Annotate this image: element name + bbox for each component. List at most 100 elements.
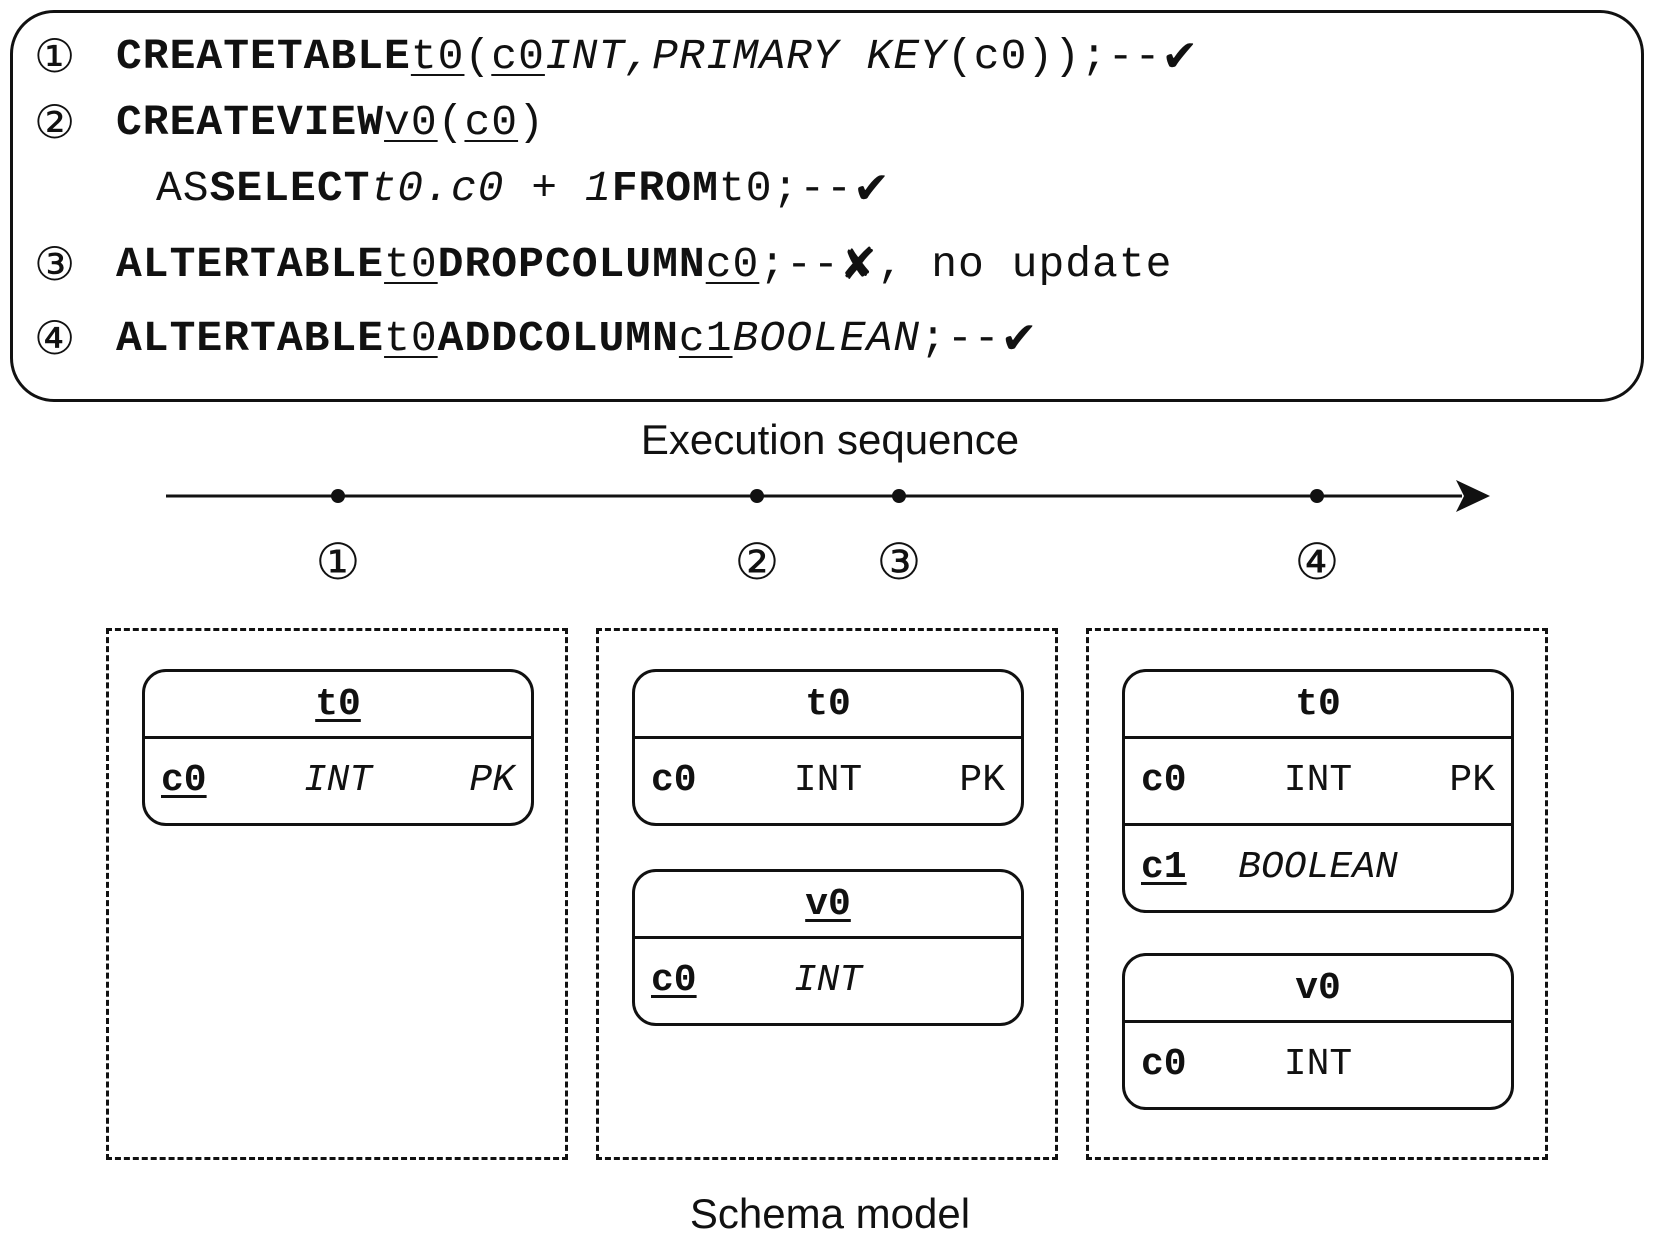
code-line-2: ② CREATE VIEW v0 (c0) — [34, 92, 545, 152]
schema-model-title: Schema model — [689, 1190, 971, 1237]
column-type: BOOLEAN — [1238, 846, 1398, 889]
timeline-label-2: ② — [734, 533, 780, 591]
table-card-t0: t0 c0 INT PK c1 BOOLEAN — [1122, 669, 1514, 913]
view-name: v0 — [1295, 966, 1341, 1010]
table-card-t0: t0 c0 INT PK — [142, 669, 534, 826]
step-4-number: ④ — [34, 311, 77, 365]
code-text: AS — [156, 163, 210, 213]
timeline-label-4: ④ — [1294, 533, 1340, 591]
keyword: ALTER — [116, 313, 251, 363]
column-name: c0 — [161, 759, 207, 802]
column-type: INT — [793, 759, 863, 802]
column-type: INT — [1283, 1043, 1353, 1086]
column-type: INT — [793, 959, 863, 1002]
table-name: t0 — [315, 682, 361, 726]
table-name: t0 — [1295, 682, 1341, 726]
timeline-axis — [166, 480, 1490, 512]
table-header: t0 — [145, 672, 531, 739]
view-identifier: v0 — [384, 97, 438, 147]
paren: ( — [464, 31, 492, 81]
schema-panel-2: t0 c0 INT PK v0 c0 INT — [596, 628, 1058, 1160]
keyword: VIEW — [276, 97, 385, 147]
column-type: INT — [1283, 759, 1353, 802]
keyword: COLUMN — [544, 239, 706, 289]
column-name: c1 — [1141, 846, 1187, 889]
table-name: t0 — [805, 682, 851, 726]
type-text: INT, — [544, 31, 653, 81]
column-name: c0 — [1141, 1043, 1187, 1086]
paren: ( — [437, 97, 465, 147]
code-text: (c0)); — [946, 31, 1108, 81]
view-name: v0 — [805, 882, 851, 926]
schema-panel-3: t0 c0 INT PK c1 BOOLEAN v0 c0 INT — [1086, 628, 1548, 1160]
column-identifier: c0 — [491, 31, 545, 81]
keyword: SELECT — [209, 163, 371, 213]
column-row: c0 INT — [635, 939, 1021, 1023]
keyword: CREATE — [116, 97, 277, 147]
execution-sequence-title: Execution sequence — [640, 416, 1020, 463]
column-identifier: c0 — [705, 239, 760, 289]
view-header: v0 — [1125, 956, 1511, 1023]
table-card-t0: t0 c0 INT PK — [632, 669, 1024, 826]
timeline-arrowhead — [1456, 480, 1490, 512]
comment-dashes: -- — [946, 313, 1001, 363]
column-name: c0 — [1141, 759, 1187, 802]
timeline-dot-4 — [1310, 489, 1324, 503]
keyword: ADD — [437, 313, 519, 363]
paren: ) — [518, 97, 545, 147]
code-line-3: AS SELECT t0.c0 + 1 FROM t0; -- ✔ — [156, 158, 891, 218]
table-identifier: t0 — [384, 313, 438, 363]
code-text: ; — [759, 239, 787, 289]
type-text: BOOLEAN — [732, 313, 921, 363]
column-key: PK — [469, 759, 515, 802]
table-identifier: t0 — [410, 31, 465, 81]
table-header: t0 — [1125, 672, 1511, 739]
sql-code-box — [10, 10, 1644, 402]
column-row: c0 INT PK — [145, 739, 531, 823]
comment-dashes: -- — [799, 163, 853, 213]
keyword: FROM — [611, 163, 719, 213]
timeline-dot-2 — [750, 489, 764, 503]
expression-text: t0.c0 + 1 — [370, 163, 612, 213]
column-identifier: c1 — [678, 313, 733, 363]
timeline-dot-3 — [892, 489, 906, 503]
step-3-number: ③ — [34, 237, 77, 291]
comment-text: , no update — [877, 239, 1173, 289]
column-row: c0 INT PK — [635, 739, 1021, 823]
comment-dashes: -- — [786, 239, 840, 289]
column-name: c0 — [651, 959, 697, 1002]
column-row: c0 INT — [1125, 1023, 1511, 1107]
check-icon: ✔ — [852, 162, 891, 214]
column-identifier: c0 — [464, 97, 519, 147]
table-identifier: t0 — [384, 239, 438, 289]
column-row: c0 INT PK — [1125, 739, 1511, 823]
step-2-number: ② — [34, 95, 77, 149]
keyword: CREATE — [116, 31, 277, 81]
type-text: PRIMARY KEY — [652, 31, 947, 81]
schema-panel-1: t0 c0 INT PK — [106, 628, 568, 1160]
keyword: TABLE — [276, 31, 411, 81]
view-header: v0 — [635, 872, 1021, 939]
code-text: t0; — [718, 163, 800, 213]
keyword: DROP — [437, 239, 545, 289]
keyword: TABLE — [250, 313, 385, 363]
table-header: t0 — [635, 672, 1021, 739]
timeline-label-3: ③ — [876, 533, 922, 591]
timeline-label-1: ① — [315, 533, 361, 591]
check-icon: ✔ — [1161, 30, 1200, 82]
column-row: c1 BOOLEAN — [1125, 823, 1511, 910]
code-text: ; — [920, 313, 947, 363]
comment-dashes: -- — [1107, 31, 1162, 81]
column-type: INT — [303, 759, 373, 802]
view-card-v0: v0 c0 INT — [1122, 953, 1514, 1110]
keyword: TABLE — [250, 239, 385, 289]
check-icon: ✔ — [1000, 312, 1039, 364]
view-card-v0: v0 c0 INT — [632, 869, 1024, 1026]
column-key: PK — [1449, 759, 1495, 802]
column-name: c0 — [651, 759, 697, 802]
column-key: PK — [959, 759, 1005, 802]
timeline-dot-1 — [331, 489, 345, 503]
